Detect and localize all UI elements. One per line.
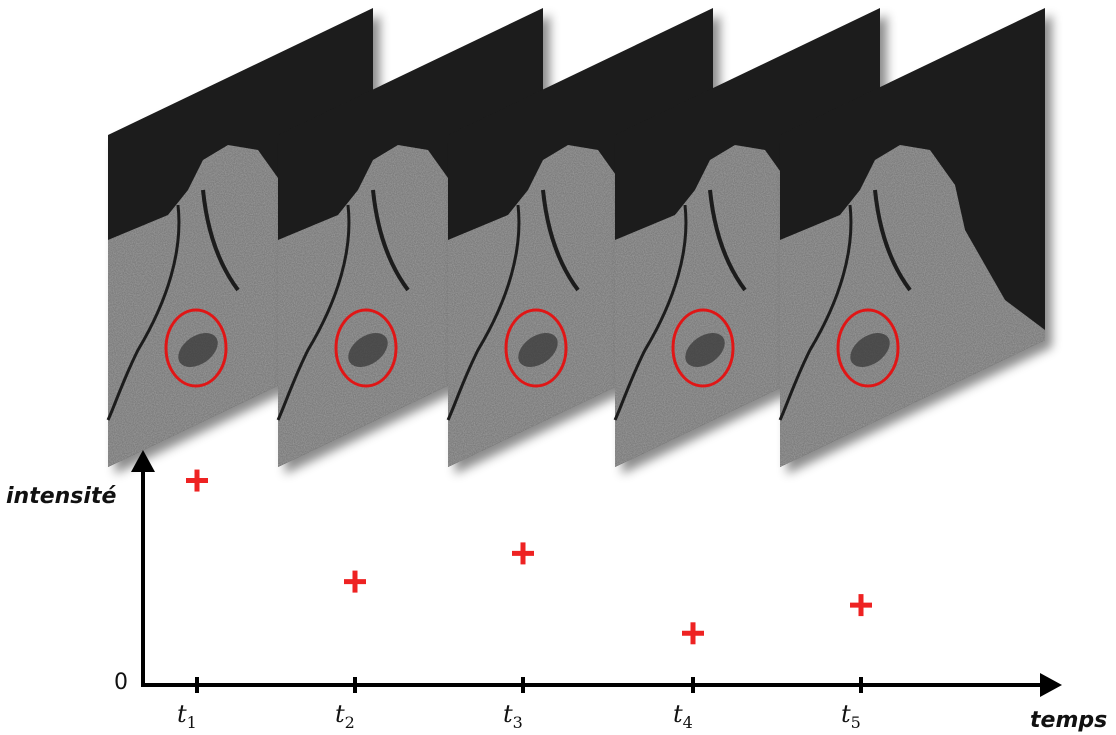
image-stack (106, 8, 1045, 467)
dark-region (850, 332, 890, 368)
speckle-texture (108, 145, 373, 467)
highlight-circle (164, 308, 228, 388)
dark-region (685, 332, 725, 368)
intensity-marker (850, 594, 872, 617)
x-tick-label: t3 (503, 700, 523, 732)
x-axis-label: temps (1030, 708, 1107, 733)
river-channel (541, 189, 580, 292)
y-axis-arrow-icon (131, 450, 155, 472)
river-channel (778, 204, 853, 421)
speckle-texture (448, 145, 713, 467)
dark-region (518, 332, 558, 368)
intensity-marker (512, 542, 534, 565)
river-channel (106, 204, 181, 421)
intensity-marker (344, 570, 366, 593)
speckle-texture (278, 145, 543, 467)
sar-image-frame (778, 8, 1045, 467)
y-axis-label: intensité (6, 484, 116, 509)
origin-label: 0 (114, 670, 128, 695)
river-channel (873, 189, 912, 292)
x-tick-label: t4 (673, 700, 693, 732)
dark-region (348, 332, 388, 368)
x-ticks: t1 t2 t3 t4 t5 (177, 677, 863, 732)
river-channel (446, 204, 521, 421)
highlight-circle (504, 308, 568, 388)
intensity-marker (682, 622, 704, 645)
highlight-circle (671, 308, 735, 388)
x-tick-label: t5 (841, 700, 861, 732)
speckle-texture (615, 145, 880, 467)
plot-axes: intensité temps 0 (6, 450, 1107, 733)
x-axis-arrow-icon (1040, 673, 1062, 697)
river-channel (201, 189, 240, 292)
speckle-texture (780, 145, 1045, 467)
x-tick-label: t1 (177, 700, 197, 732)
river-channel (613, 204, 688, 421)
river-channel (371, 189, 410, 292)
x-tick-label: t2 (335, 700, 355, 732)
river-channel (276, 204, 351, 421)
river-channel (708, 189, 747, 292)
highlight-circle (836, 308, 900, 388)
intensity-marker (186, 469, 208, 492)
dark-region (178, 332, 218, 368)
highlight-circle (334, 308, 398, 388)
intensity-markers (186, 469, 872, 645)
